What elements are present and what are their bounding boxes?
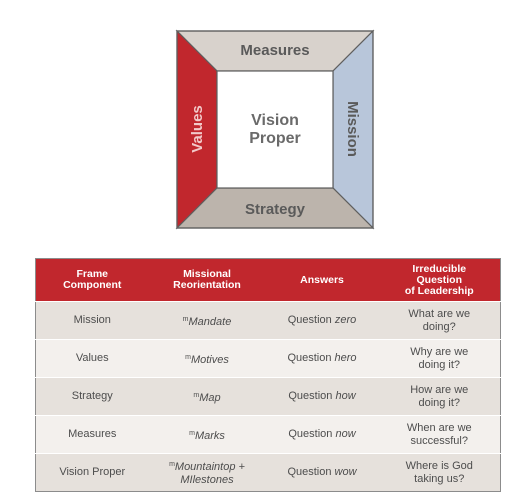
frame-center-vision-proper bbox=[216, 70, 334, 189]
label-vision: Vision bbox=[251, 112, 299, 129]
cell-answer: Question hero bbox=[265, 339, 379, 378]
cell-answer: Question now bbox=[265, 415, 379, 454]
cell-answer: Question zero bbox=[265, 301, 379, 340]
cell-component: Vision Proper bbox=[35, 453, 149, 492]
vision-frame-diagram: Measures Strategy Values Mission Vision … bbox=[175, 29, 375, 230]
label-proper: Proper bbox=[249, 130, 301, 147]
frame-outline bbox=[176, 30, 374, 229]
header-answers: Answers bbox=[265, 258, 379, 302]
cell-answer: Question wow bbox=[265, 453, 379, 492]
cell-reorientation: mMotives bbox=[148, 339, 266, 378]
cell-reorientation: mMountaintop +MIlestones bbox=[148, 453, 266, 492]
label-measures: Measures bbox=[240, 42, 309, 59]
cell-component: Measures bbox=[35, 415, 149, 454]
table-row: Values mMotives Question hero Why are we… bbox=[35, 339, 501, 378]
label-values: Values bbox=[189, 105, 206, 153]
cell-reorientation: mMarks bbox=[148, 415, 266, 454]
table-row: Measures mMarks Question now When are we… bbox=[35, 415, 501, 454]
cell-component: Mission bbox=[35, 301, 149, 340]
cell-component: Strategy bbox=[35, 377, 149, 416]
label-strategy: Strategy bbox=[245, 201, 306, 218]
table-row: Vision Proper mMountaintop +MIlestones Q… bbox=[35, 453, 501, 492]
cell-reorientation: mMandate bbox=[148, 301, 266, 340]
cell-reorientation: mMap bbox=[148, 377, 266, 416]
table-row: Mission mMandate Question zero What are … bbox=[35, 301, 501, 340]
cell-answer: Question how bbox=[265, 377, 379, 416]
label-mission: Mission bbox=[344, 101, 361, 157]
cell-component: Values bbox=[35, 339, 149, 378]
